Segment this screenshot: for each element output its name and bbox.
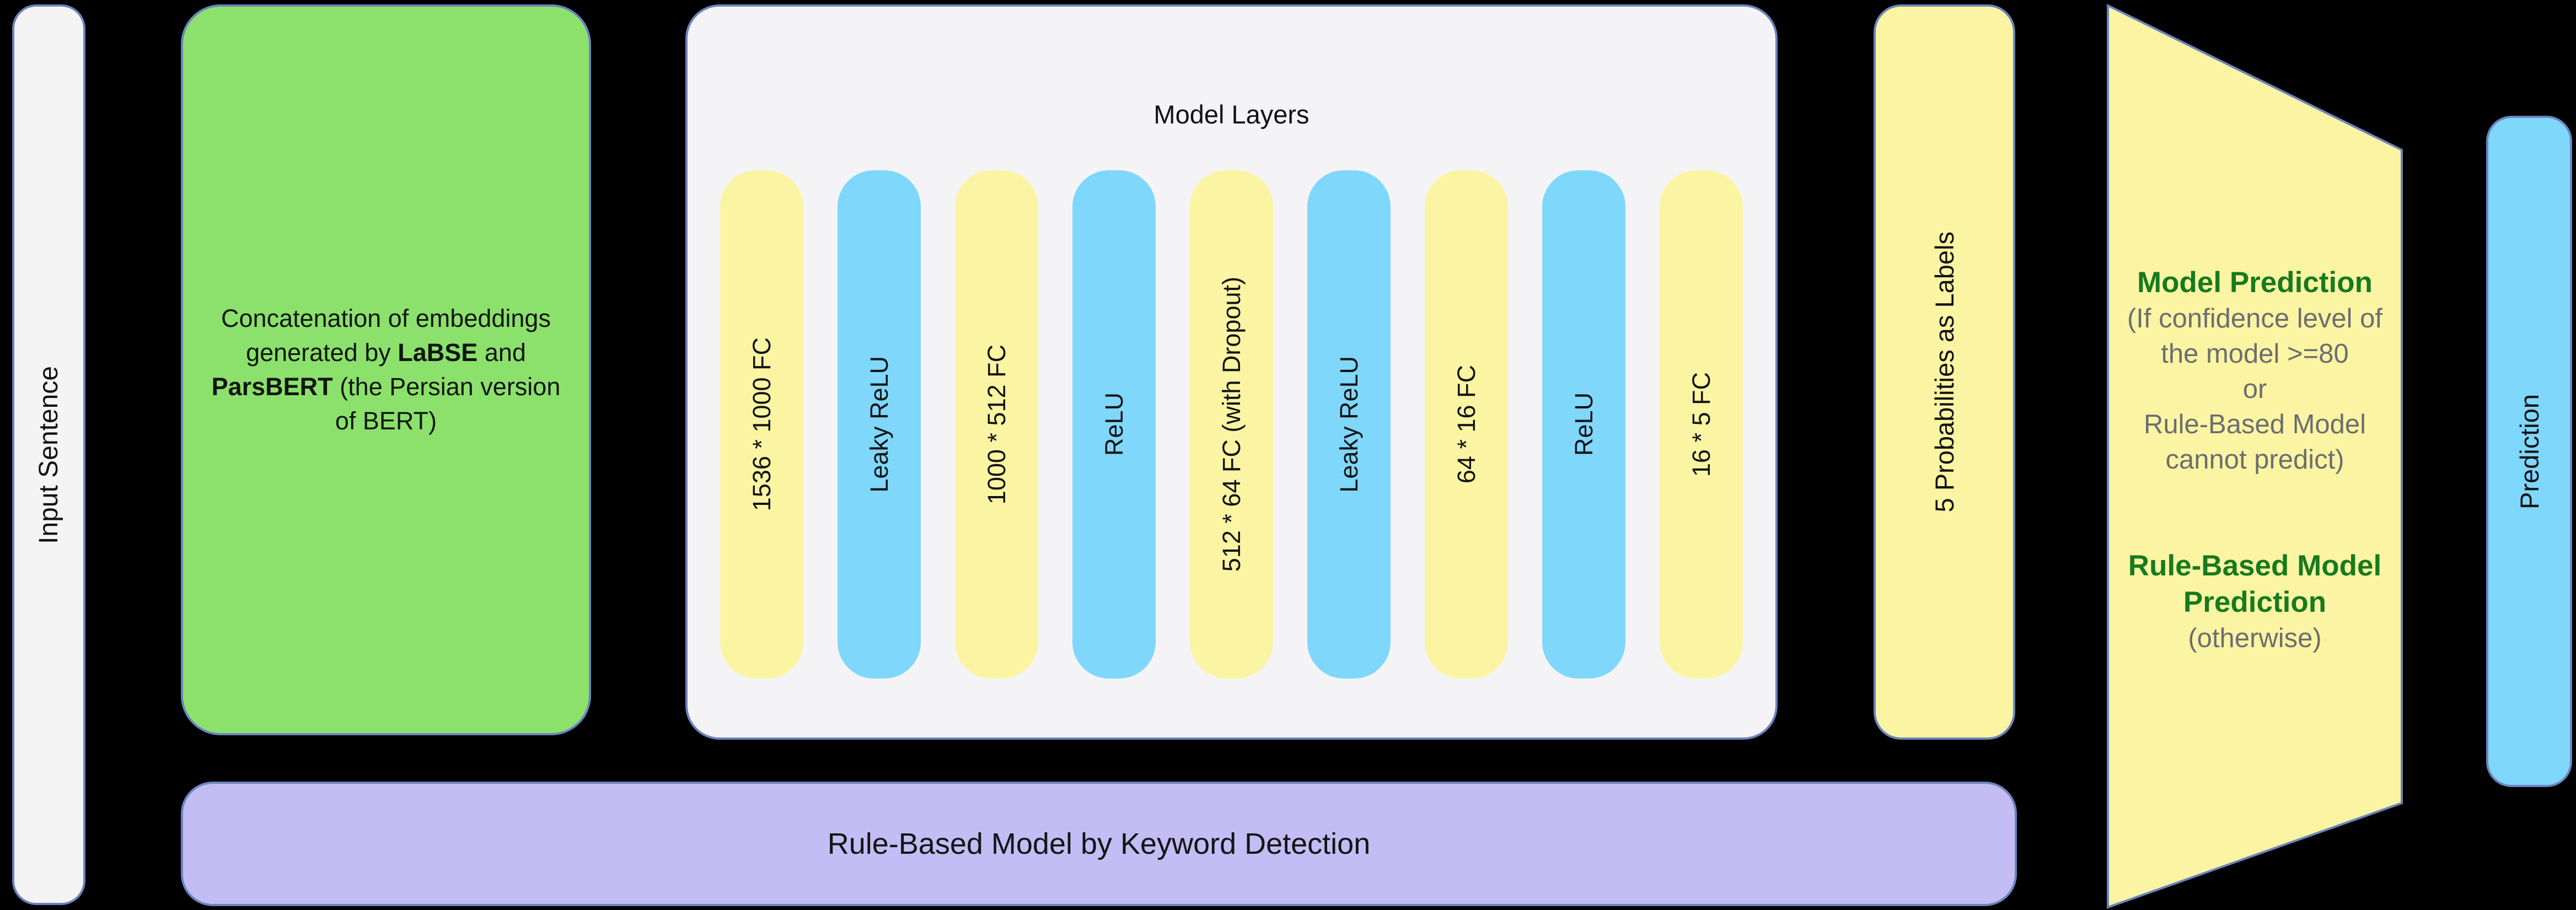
funnel-line: (otherwise) <box>2188 623 2322 653</box>
model-layer-label: 1536 * 1000 FC <box>747 337 776 511</box>
embedding-model-name: LaBSE <box>398 338 478 367</box>
model-layer-label: ReLU <box>1569 392 1598 456</box>
model-layer-label: 512 * 64 FC (with Dropout) <box>1217 277 1246 572</box>
rule-based-model-label: Rule-Based Model by Keyword Detection <box>827 827 1371 860</box>
model-layer-pill: 1000 * 512 FC <box>955 170 1038 679</box>
decision-funnel-text: Model Prediction (If confidence level of t… <box>2108 265 2402 656</box>
probabilities-label: 5 Probabilities as Labels <box>1930 231 1959 513</box>
model-layer-label: Leaky ReLU <box>865 356 893 493</box>
model-layer-pill: ReLU <box>1542 170 1625 679</box>
funnel-line: (If confidence level of <box>2127 304 2383 333</box>
model-layer-pill: 1536 * 1000 FC <box>720 170 803 679</box>
embedding-concatenation-text: Concatenation of embeddings generated by… <box>212 301 561 438</box>
input-sentence-box: Input Sentence <box>12 4 85 905</box>
model-layer-pill: Leaky ReLU <box>1307 170 1391 679</box>
model-layer-pill: 64 * 16 FC <box>1425 170 1508 679</box>
funnel-line: Rule-Based Model <box>2128 550 2382 582</box>
embedding-concatenation-box: Concatenation of embeddings generated by… <box>181 4 591 735</box>
funnel-line: Prediction <box>2183 586 2327 618</box>
model-layer-pill: 512 * 64 FC (with Dropout) <box>1190 170 1273 679</box>
embedding-text-segment: Concatenation of embeddings generated by <box>221 304 551 367</box>
model-layer-label: 64 * 16 FC <box>1452 365 1480 484</box>
funnel-line: the model >=80 <box>2161 339 2349 369</box>
decision-funnel-polygon <box>2107 3 2403 909</box>
funnel-line: cannot predict) <box>2165 445 2344 475</box>
model-layer-label: Leaky ReLU <box>1334 356 1363 493</box>
model-layer-label: 16 * 5 FC <box>1687 371 1715 477</box>
model-layer-label: ReLU <box>1099 392 1128 456</box>
embedding-text-segment: and <box>477 338 526 367</box>
decision-funnel-shape <box>2107 3 2403 909</box>
model-layers-panel: Model Layers 1536 * 1000 FC Leaky ReLU 100… <box>685 4 1778 740</box>
prediction-box: Prediction <box>2486 116 2572 787</box>
embedding-text-segment: (the Persian version of BERT) <box>332 373 561 435</box>
model-layers-title: Model Layers <box>1153 100 1310 129</box>
embedding-model-name: ParsBERT <box>211 373 333 401</box>
model-layer-pill: 16 * 5 FC <box>1660 170 1743 679</box>
model-layer-label: 1000 * 512 FC <box>982 344 1011 505</box>
probabilities-box: 5 Probabilities as Labels <box>1874 4 2015 740</box>
model-layers-row: 1536 * 1000 FC Leaky ReLU 1000 * 512 FC ReL… <box>688 170 1775 679</box>
funnel-line: Rule-Based Model <box>2143 410 2366 439</box>
model-layer-pill: Leaky ReLU <box>838 170 921 679</box>
rule-based-model-bar: Rule-Based Model by Keyword Detection <box>181 782 2017 906</box>
funnel-line: Model Prediction <box>2137 266 2373 299</box>
funnel-line: or <box>2242 374 2267 404</box>
input-sentence-label: Input Sentence <box>34 365 63 544</box>
model-layer-pill: ReLU <box>1072 170 1156 679</box>
prediction-label: Prediction <box>2514 394 2544 509</box>
